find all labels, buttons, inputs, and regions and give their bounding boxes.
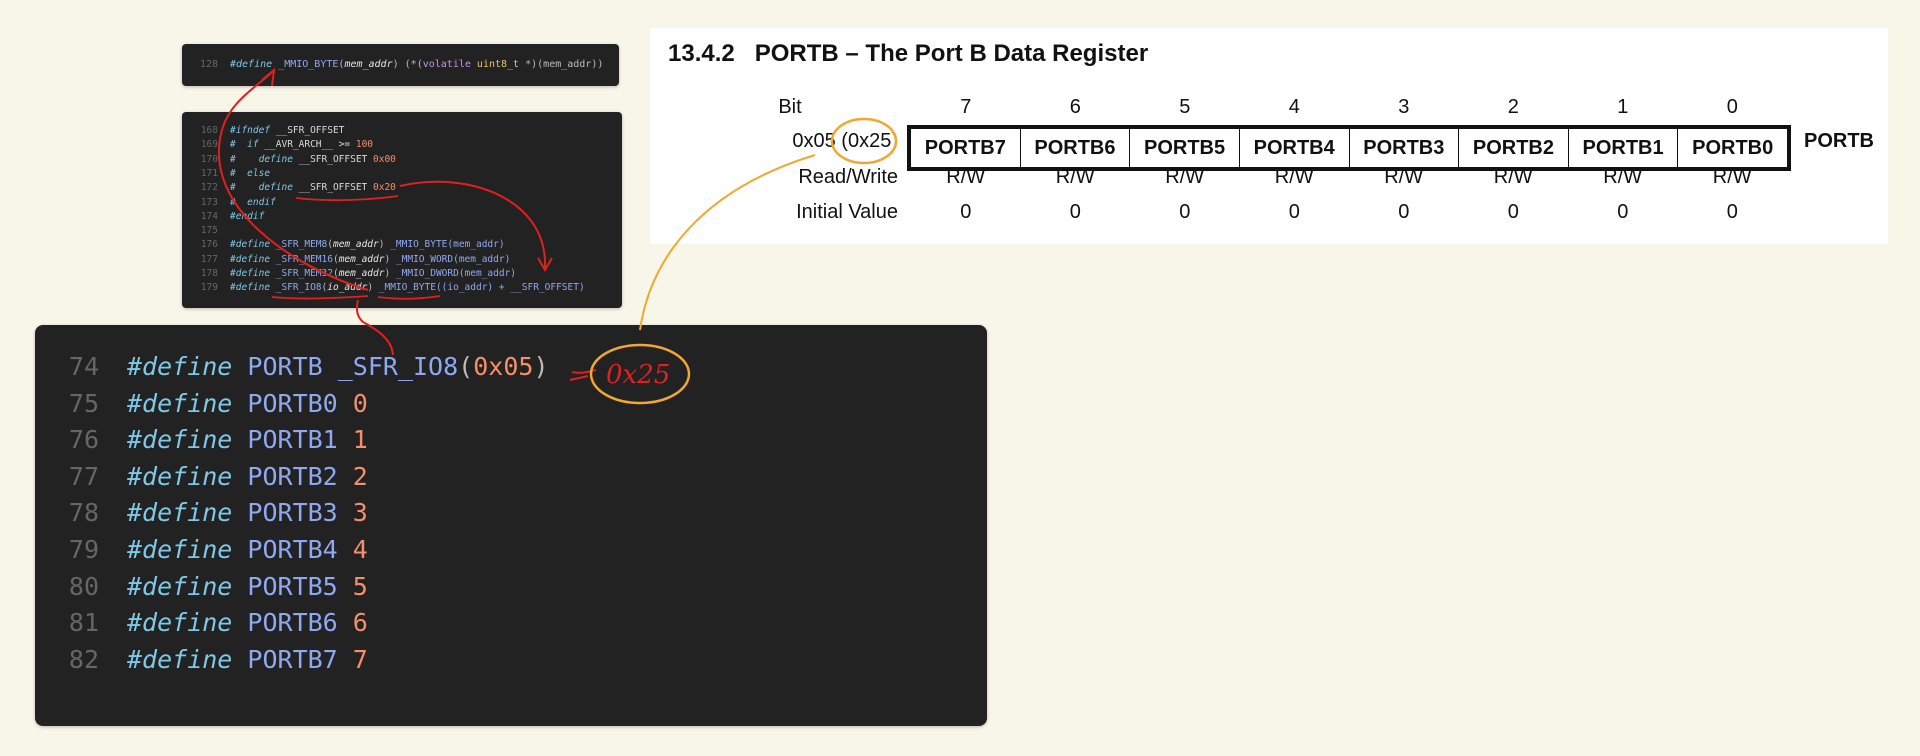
code-line-portb-bit: 79#define PORTB4 4 <box>68 535 368 564</box>
code-line-portb-bit: 78#define PORTB3 3 <box>68 498 368 528</box>
initial-value: 0 <box>960 201 972 223</box>
register-bit-name: PORTB5 <box>1130 129 1240 167</box>
bit-number: 0 <box>1726 96 1738 118</box>
code-snippet-mmio-byte: 128#define _MMIO_BYTE(mem_addr) (*(volat… <box>182 44 619 86</box>
portb-register-table: 13.4.2 PORTB – The Port B Data Register … <box>650 28 1888 244</box>
code-line: 128#define _MMIO_BYTE(mem_addr) (*(volat… <box>199 59 604 70</box>
register-name: PORTB <box>1804 130 1874 152</box>
code-line-portb-bit: 80#define PORTB5 5 <box>68 571 368 601</box>
code-line: 173# endif <box>200 196 276 208</box>
code-line: 169# if __AVR_ARCH__ >= 100 <box>200 139 374 151</box>
code-line-portb-bit: 75#define PORTB0 0 <box>68 388 368 418</box>
bit-number: 7 <box>960 96 972 118</box>
initial-value: 0 <box>1507 201 1519 223</box>
code-line: 178#define _SFR_MEM32(mem_addr) _MMIO_DW… <box>200 268 517 279</box>
initial-value: 0 <box>1288 201 1300 223</box>
code-line: 171# else <box>200 167 271 179</box>
code-snippet-sfr-offset: 168#ifndef __SFR_OFFSET 169# if __AVR_ARC… <box>182 112 622 308</box>
register-bit-name: PORTB1 <box>1569 129 1679 167</box>
code-line-portb-bit: 76#define PORTB1 1 <box>68 425 368 455</box>
bit-number: 1 <box>1617 96 1629 118</box>
bit-number: 6 <box>1069 96 1081 118</box>
register-bit-name: PORTB6 <box>1021 129 1131 167</box>
section-title: 13.4.2 PORTB – The Port B Data Register <box>668 40 1149 67</box>
register-bit-name: PORTB3 <box>1350 129 1460 167</box>
code-line: 177#define _SFR_MEM16(mem_addr) _MMIO_WO… <box>200 253 511 265</box>
read-write-value: R/W <box>1165 166 1205 188</box>
read-write-value: R/W <box>1384 166 1424 188</box>
code-snippet-portb-defines: 74#define PORTB _SFR_IO8(0x05) 75#define … <box>35 325 987 726</box>
read-write-label: Read/Write <box>798 166 898 188</box>
initial-value: 0 <box>1617 201 1629 223</box>
bit-number: 3 <box>1398 96 1410 118</box>
initial-value-label: Initial Value <box>796 201 898 223</box>
read-write-value: R/W <box>1055 166 1095 188</box>
code-line: 179#define _SFR_IO8(io_addr) _MMIO_BYTE(… <box>200 282 585 294</box>
register-bit-name: PORTB0 <box>1692 136 1774 159</box>
bit-label: Bit <box>778 96 802 118</box>
code-line: 175 <box>200 225 218 237</box>
bit-number: 4 <box>1288 96 1300 118</box>
initial-value: 0 <box>1179 201 1191 223</box>
code-line: 176#define _SFR_MEM8(mem_addr) _MMIO_BYT… <box>200 239 505 251</box>
bit-number: 5 <box>1179 96 1191 118</box>
code-line-portb-bit: 82#define PORTB7 7 <box>68 644 368 674</box>
initial-value: 0 <box>1398 201 1410 223</box>
read-write-value: R/W <box>1603 166 1643 188</box>
register-bit-name: PORTB2 <box>1459 129 1569 167</box>
register-bit-name: PORTB4 <box>1240 129 1350 167</box>
read-write-value: R/W <box>1712 166 1752 188</box>
code-line: 172# define __SFR_OFFSET 0x20 <box>200 182 396 194</box>
code-line-portb-bit: 77#define PORTB2 2 <box>68 461 368 491</box>
code-line: 170# define __SFR_OFFSET 0x00 <box>200 153 396 165</box>
code-line: 168#ifndef __SFR_OFFSET <box>200 125 345 136</box>
bit-number: 2 <box>1507 96 1519 118</box>
code-line-portb-bit: 81#define PORTB6 6 <box>68 608 368 638</box>
read-write-value: R/W <box>1493 166 1533 188</box>
initial-value: 0 <box>1726 201 1738 223</box>
register-address: 0x05 (0x25) <box>792 130 898 152</box>
read-write-value: R/W <box>1274 166 1314 188</box>
initial-value: 0 <box>1069 201 1081 223</box>
code-line: 174#endif <box>200 210 265 222</box>
code-line-portb: 74#define PORTB _SFR_IO8(0x05) <box>68 352 549 381</box>
register-bit-name: PORTB7 <box>911 129 1021 167</box>
read-write-value: R/W <box>946 166 986 188</box>
